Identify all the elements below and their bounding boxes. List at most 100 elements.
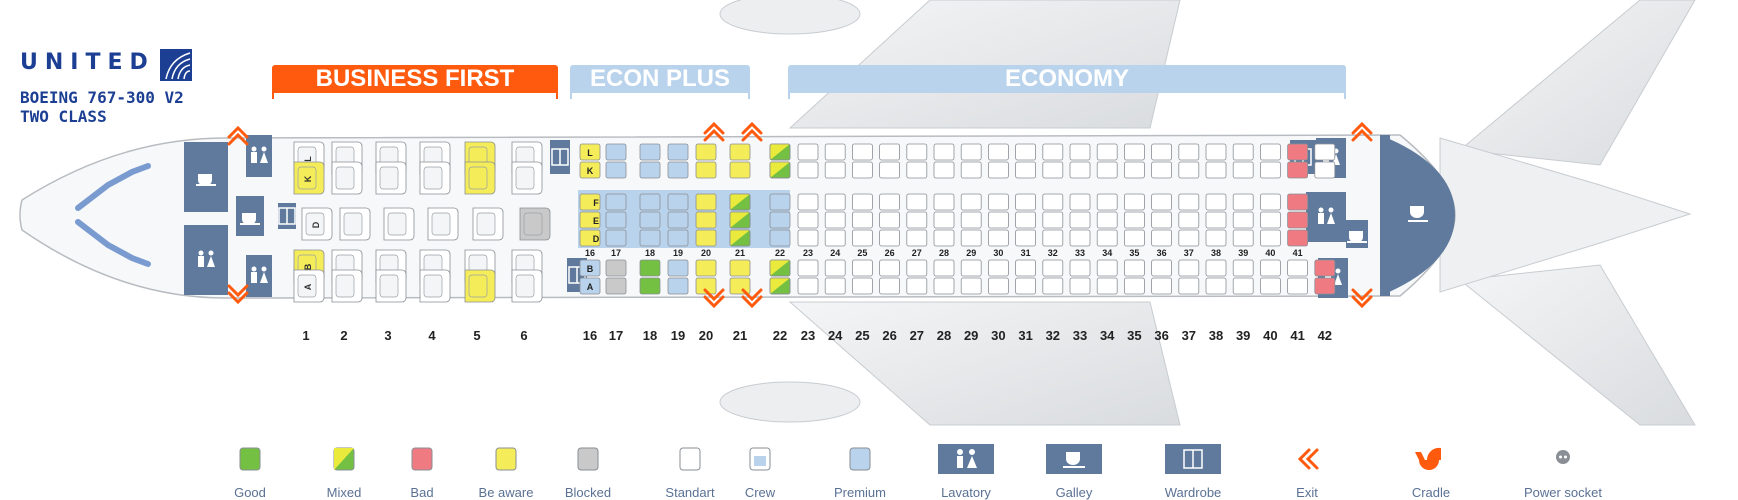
seat-37B[interactable] (1178, 259, 1200, 277)
seat-24E[interactable] (824, 211, 846, 229)
seat-21A[interactable] (729, 277, 751, 295)
seat-41K[interactable] (1287, 161, 1308, 179)
seat-37A[interactable] (1178, 277, 1200, 295)
seat-40D[interactable] (1260, 193, 1281, 211)
seat-38F[interactable] (1205, 229, 1227, 247)
seat-33E[interactable] (1069, 211, 1091, 229)
seat-30E[interactable] (988, 211, 1009, 229)
seat-40A[interactable] (1260, 277, 1281, 295)
seat-18F[interactable] (639, 229, 661, 247)
seat-16L[interactable] (579, 143, 601, 161)
seat-37D[interactable] (1178, 193, 1200, 211)
seat-31F[interactable] (1015, 229, 1036, 247)
seat-36D[interactable] (1151, 193, 1172, 211)
seat-3D[interactable] (383, 207, 415, 241)
seat-20A[interactable] (695, 277, 717, 295)
seat-31D[interactable] (1015, 193, 1036, 211)
seat-37K[interactable] (1178, 161, 1200, 179)
seat-30B[interactable] (988, 259, 1009, 277)
seat-35F[interactable] (1124, 229, 1145, 247)
seat-16F[interactable] (579, 229, 601, 247)
seat-35D[interactable] (1124, 193, 1145, 211)
seat-27A[interactable] (906, 277, 928, 295)
seat-19E[interactable] (667, 211, 689, 229)
seat-30A[interactable] (988, 277, 1009, 295)
seat-37L[interactable] (1178, 143, 1200, 161)
seat-35B[interactable] (1124, 259, 1145, 277)
seat-22K[interactable] (769, 161, 791, 179)
seat-32A[interactable] (1042, 277, 1064, 295)
seat-37F[interactable] (1178, 229, 1200, 247)
seat-1D[interactable]: D (301, 207, 333, 241)
seat-19A[interactable] (667, 277, 689, 295)
seat-27L[interactable] (906, 143, 928, 161)
seat-16D[interactable] (579, 193, 601, 211)
seat-32F[interactable] (1042, 229, 1064, 247)
seat-22E[interactable] (769, 211, 791, 229)
seat-26L[interactable] (879, 143, 900, 161)
seat-20K[interactable] (695, 161, 717, 179)
seat-30K[interactable] (988, 161, 1009, 179)
seat-30D[interactable] (988, 193, 1009, 211)
seat-38E[interactable] (1205, 211, 1227, 229)
seat-41E[interactable] (1287, 211, 1308, 229)
seat-41A[interactable] (1287, 277, 1308, 295)
seat-33L[interactable] (1069, 143, 1091, 161)
seat-18D[interactable] (639, 193, 661, 211)
seat-16E[interactable] (579, 211, 601, 229)
seat-38K[interactable] (1205, 161, 1227, 179)
seat-32B[interactable] (1042, 259, 1064, 277)
seat-24L[interactable] (824, 143, 846, 161)
seat-17L[interactable] (605, 143, 627, 161)
seat-28B[interactable] (933, 259, 955, 277)
seat-29K[interactable] (960, 161, 982, 179)
seat-25K[interactable] (852, 161, 873, 179)
seat-42B[interactable] (1314, 259, 1336, 277)
seat-2K[interactable] (331, 161, 363, 195)
seat-29L[interactable] (960, 143, 982, 161)
seat-42L[interactable] (1314, 143, 1336, 161)
seat-38B[interactable] (1205, 259, 1227, 277)
seat-34A[interactable] (1096, 277, 1118, 295)
seat-31K[interactable] (1015, 161, 1036, 179)
seat-3A[interactable] (375, 269, 407, 303)
seat-35L[interactable] (1124, 143, 1145, 161)
seat-4D[interactable] (427, 207, 459, 241)
seat-23F[interactable] (797, 229, 819, 247)
seat-21L[interactable] (729, 143, 751, 161)
seat-24A[interactable] (824, 277, 846, 295)
seat-36E[interactable] (1151, 211, 1172, 229)
seat-25E[interactable] (852, 211, 873, 229)
seat-20F[interactable] (695, 229, 717, 247)
seat-19K[interactable] (667, 161, 689, 179)
seat-40F[interactable] (1260, 229, 1281, 247)
seat-42K[interactable] (1314, 161, 1336, 179)
seat-29B[interactable] (960, 259, 982, 277)
seat-23K[interactable] (797, 161, 819, 179)
seat-32D[interactable] (1042, 193, 1064, 211)
seat-20L[interactable] (695, 143, 717, 161)
seat-27F[interactable] (906, 229, 928, 247)
seat-21K[interactable] (729, 161, 751, 179)
seat-39B[interactable] (1232, 259, 1254, 277)
seat-32K[interactable] (1042, 161, 1064, 179)
seat-26F[interactable] (879, 229, 900, 247)
seat-34E[interactable] (1096, 211, 1118, 229)
seat-26E[interactable] (879, 211, 900, 229)
seat-21D[interactable] (729, 193, 751, 211)
seat-24D[interactable] (824, 193, 846, 211)
seat-35A[interactable] (1124, 277, 1145, 295)
seat-21E[interactable] (729, 211, 751, 229)
seat-24K[interactable] (824, 161, 846, 179)
seat-2D[interactable] (339, 207, 371, 241)
seat-17F[interactable] (605, 229, 627, 247)
seat-5A[interactable] (464, 269, 496, 303)
seat-17E[interactable] (605, 211, 627, 229)
seat-27B[interactable] (906, 259, 928, 277)
seat-41D[interactable] (1287, 193, 1308, 211)
seat-19D[interactable] (667, 193, 689, 211)
seat-31A[interactable] (1015, 277, 1036, 295)
seat-39A[interactable] (1232, 277, 1254, 295)
seat-28K[interactable] (933, 161, 955, 179)
seat-32L[interactable] (1042, 143, 1064, 161)
